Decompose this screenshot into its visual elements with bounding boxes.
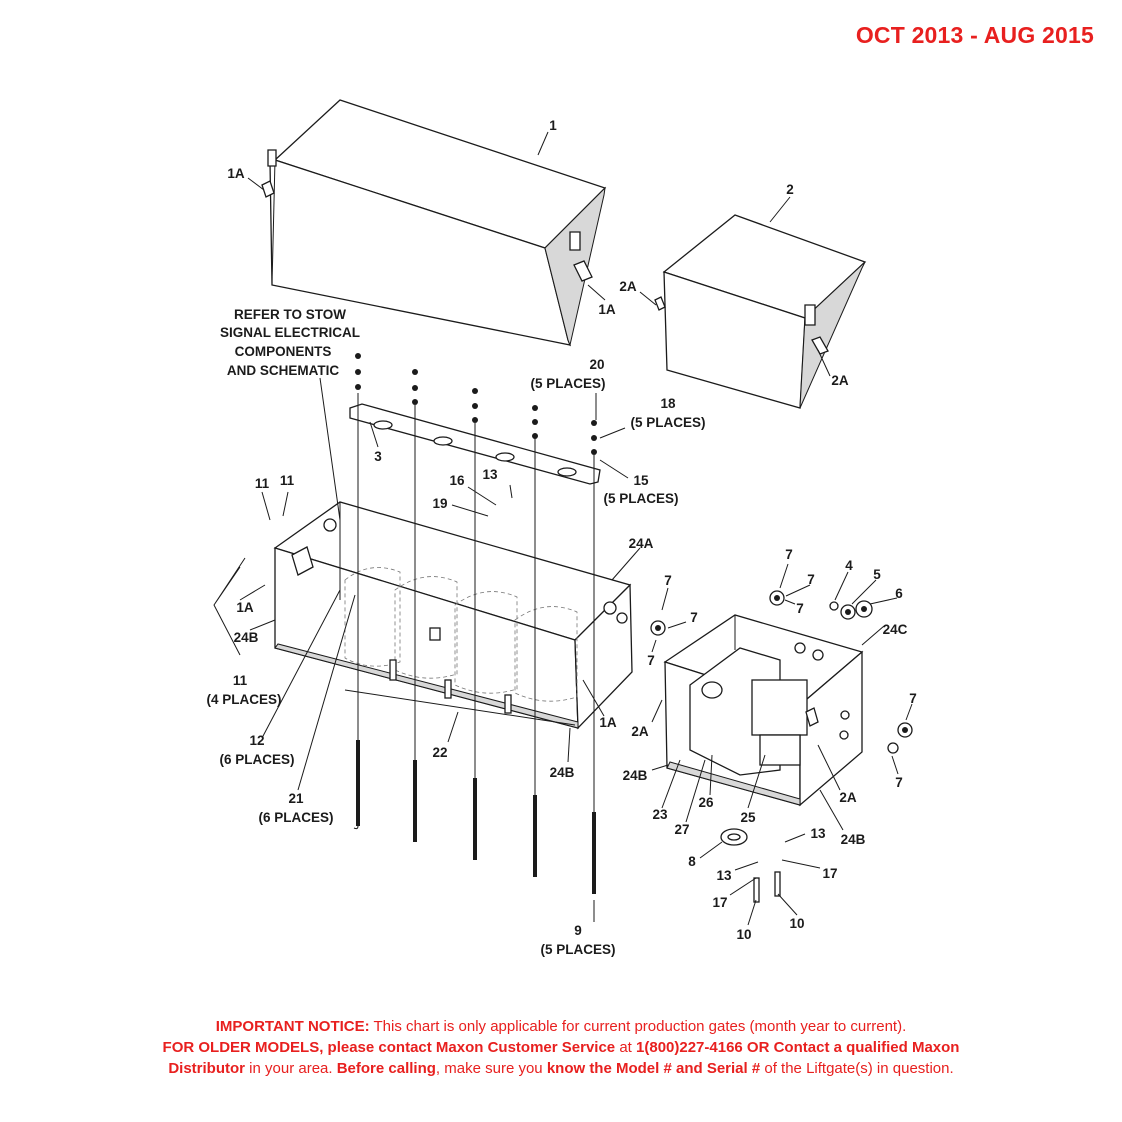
notice-line-1: IMPORTANT NOTICE: This chart is only app… bbox=[215, 1018, 907, 1035]
callout-20: 20 bbox=[589, 357, 604, 372]
date-range-title: OCT 2013 - AUG 2015 bbox=[855, 22, 1094, 48]
callout-12-qty: (6 PLACES) bbox=[219, 752, 294, 767]
hardware-parts bbox=[650, 590, 913, 903]
callout-13-c: 13 bbox=[716, 868, 732, 883]
callout-2: 2 bbox=[786, 182, 794, 197]
callout-24b-b: 24B bbox=[550, 765, 575, 780]
callout-15: 15 bbox=[633, 473, 649, 488]
callout-5: 5 bbox=[873, 567, 881, 582]
callout-20-qty: (5 PLACES) bbox=[530, 376, 605, 391]
callout-7-a: 7 bbox=[664, 573, 672, 588]
callout-11-qty: (4 PLACES) bbox=[206, 692, 281, 707]
pump-box bbox=[663, 614, 864, 807]
callout-10-b: 10 bbox=[789, 916, 804, 931]
notice-line-2: FOR OLDER MODELS, please contact Maxon C… bbox=[162, 1039, 960, 1056]
callout-2a-d: 2A bbox=[839, 790, 857, 805]
refer-line-3: COMPONENTS bbox=[235, 344, 332, 359]
callout-26: 26 bbox=[698, 795, 714, 810]
callout-18: 18 bbox=[660, 396, 676, 411]
callout-21-qty: (6 PLACES) bbox=[258, 810, 333, 825]
refer-line-2: SIGNAL ELECTRICAL bbox=[220, 325, 360, 340]
callout-3: 3 bbox=[374, 449, 382, 464]
hold-down-rods bbox=[353, 393, 596, 894]
callout-18-qty: (5 PLACES) bbox=[630, 415, 705, 430]
large-cover bbox=[261, 99, 607, 347]
callout-13-top: 13 bbox=[482, 467, 498, 482]
important-notice: IMPORTANT NOTICE: This chart is only app… bbox=[70, 1016, 1052, 1079]
callout-2a-a: 2A bbox=[619, 279, 637, 294]
callout-7-e: 7 bbox=[807, 572, 815, 587]
callout-2a-b: 2A bbox=[831, 373, 849, 388]
callout-12: 12 bbox=[249, 733, 264, 748]
refer-line-4: AND SCHEMATIC bbox=[227, 363, 339, 378]
callout-7-g: 7 bbox=[909, 691, 917, 706]
callout-11-c: 11 bbox=[233, 673, 248, 688]
callout-7-h: 7 bbox=[895, 775, 903, 790]
callout-1: 1 bbox=[549, 118, 557, 133]
callout-7-c: 7 bbox=[647, 653, 655, 668]
callout-10-a: 10 bbox=[736, 927, 751, 942]
callout-1a-box: 1A bbox=[599, 715, 617, 730]
refer-line-1: REFER TO STOW bbox=[234, 307, 346, 322]
callout-15-qty: (5 PLACES) bbox=[603, 491, 678, 506]
callout-9-qty: (5 PLACES) bbox=[540, 942, 615, 957]
callout-23: 23 bbox=[652, 807, 668, 822]
callout-8: 8 bbox=[688, 854, 696, 869]
callout-24b-c: 24B bbox=[623, 768, 648, 783]
callout-24b-a: 24B bbox=[234, 630, 259, 645]
callout-9: 9 bbox=[574, 923, 582, 938]
callout-25: 25 bbox=[740, 810, 756, 825]
callout-2a-c: 2A bbox=[631, 724, 649, 739]
callout-6: 6 bbox=[895, 586, 903, 601]
callout-24c: 24C bbox=[883, 622, 908, 637]
callout-labels: 1 1A 1A 2 2A 2A REFER TO STOW SIGNAL ELE… bbox=[206, 118, 916, 957]
leader-lines bbox=[213, 131, 913, 926]
callout-22: 22 bbox=[432, 745, 447, 760]
small-cover bbox=[654, 214, 867, 409]
callout-17-a: 17 bbox=[822, 866, 837, 881]
callout-1a-left: 1A bbox=[236, 600, 254, 615]
callout-1a-mid: 1A bbox=[598, 302, 616, 317]
callout-1a-top: 1A bbox=[227, 166, 245, 181]
callout-7-d: 7 bbox=[785, 547, 793, 562]
battery-box bbox=[273, 501, 633, 730]
notice-line-3: Distributor in your area. Before calling… bbox=[168, 1060, 954, 1077]
callout-19: 19 bbox=[432, 496, 447, 511]
callout-13-b: 13 bbox=[810, 826, 826, 841]
callout-16: 16 bbox=[449, 473, 465, 488]
callout-24a: 24A bbox=[629, 536, 654, 551]
callout-11-b: 11 bbox=[280, 473, 295, 488]
callout-21: 21 bbox=[288, 791, 304, 806]
callout-24b-d: 24B bbox=[841, 832, 866, 847]
callout-7-b: 7 bbox=[690, 610, 698, 625]
callout-17-b: 17 bbox=[712, 895, 727, 910]
callout-11-a: 11 bbox=[255, 476, 270, 491]
callout-27: 27 bbox=[674, 822, 689, 837]
callout-4: 4 bbox=[845, 558, 853, 573]
callout-7-f: 7 bbox=[796, 601, 804, 616]
